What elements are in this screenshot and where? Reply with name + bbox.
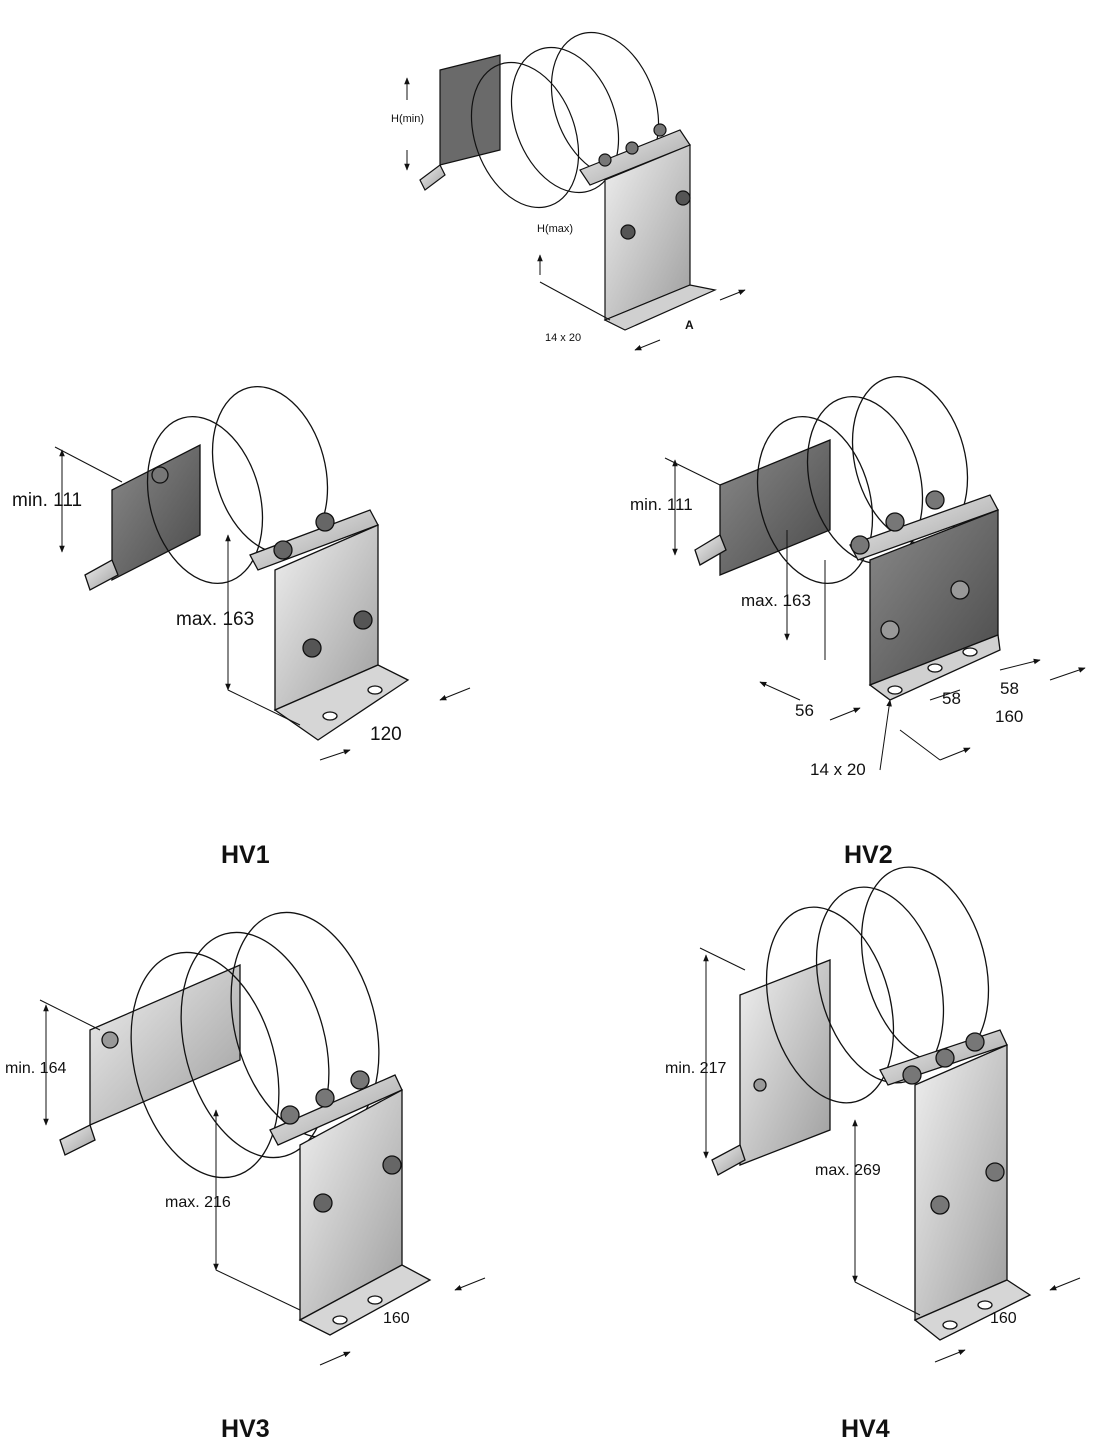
hv2-width-label: 160 [995, 707, 1023, 726]
hv4-width-label: 160 [990, 1310, 1017, 1327]
hv1-width-label: 120 [370, 724, 402, 745]
hv4-max-label: max. 269 [815, 1162, 881, 1179]
hv2-pitch-1-label: 58 [942, 689, 961, 708]
hv3-bracket-drawing [59, 911, 432, 1336]
hv2-bracket-drawing [694, 376, 1001, 701]
hv1-min-label: min. 111 [12, 490, 82, 511]
overview-bracket-drawing [419, 31, 717, 331]
hv3-caption: HV3 [221, 1415, 270, 1443]
hv1-caption: HV1 [221, 841, 270, 869]
hv1-max-label: max. 163 [176, 609, 254, 630]
overview-a-label: A [685, 318, 694, 332]
hv2-max-label: max. 163 [741, 591, 811, 610]
hv3-width-label: 160 [383, 1310, 410, 1327]
overview-hmin-label: H(min) [391, 113, 424, 125]
overview-hmax-label: H(max) [537, 223, 573, 235]
hv1-dimension-lines [54, 446, 471, 761]
hv3-min-label: min. 164 [5, 1060, 66, 1077]
overview-dimension-lines [404, 77, 746, 351]
hv1-bracket-drawing [84, 386, 410, 741]
hv4-bracket-drawing [711, 866, 1032, 1341]
hv2-depth-label: 56 [795, 701, 814, 720]
hv2-caption: HV2 [844, 841, 893, 869]
hv2-min-label: min. 111 [630, 495, 693, 514]
hv3-max-label: max. 216 [165, 1194, 231, 1211]
hv2-dimension-lines [664, 457, 1086, 771]
hv4-dimension-lines [699, 947, 1081, 1363]
hv2-pitch-2-label: 58 [1000, 679, 1019, 698]
hv2-slot-label: 14 x 20 [810, 760, 866, 779]
overview-slot-label: 14 x 20 [545, 332, 581, 344]
hv3-dimension-lines [39, 999, 486, 1366]
hv4-min-label: min. 217 [665, 1060, 726, 1077]
hv4-caption: HV4 [841, 1415, 890, 1443]
